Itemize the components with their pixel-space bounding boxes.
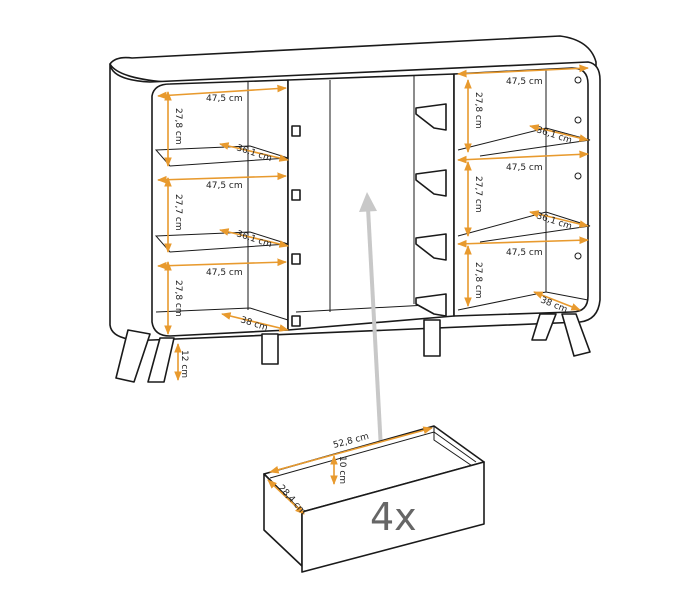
legs [115, 313, 591, 383]
left-height-1-label: 27,8 cm [173, 108, 183, 145]
right-width-3-label: 47,5 cm [506, 248, 543, 258]
right-height-3-label: 27,8 cm [473, 262, 483, 299]
right-height-1-label: 27,8 cm [473, 92, 483, 129]
left-compartment [151, 79, 289, 337]
drawer-runners-right [415, 103, 447, 317]
drawer-runners-left [291, 125, 301, 327]
drawer-height-label: 10 cm [337, 456, 347, 484]
left-height-3-label: 27,8 cm [173, 280, 183, 317]
pointer-arrow [359, 192, 384, 469]
right-width-2-label: 47,5 cm [506, 163, 543, 173]
left-width-3-label: 47,5 cm [206, 268, 243, 278]
left-height-2-label: 27,7 cm [173, 194, 183, 231]
sideboard [109, 35, 601, 342]
left-width-2-label: 47,5 cm [206, 181, 243, 191]
drawer-front [301, 461, 485, 573]
drawer-count-label: 4x [370, 495, 417, 539]
drawer: 52,8 cm 28,4 cm 10 cm 4x [263, 425, 485, 573]
left-width-1-label: 47,5 cm [206, 94, 243, 104]
leg-clearance-label: 12 cm [179, 350, 189, 378]
right-height-2-label: 27,7 cm [473, 176, 483, 213]
right-width-1-label: 47,5 cm [506, 77, 543, 87]
